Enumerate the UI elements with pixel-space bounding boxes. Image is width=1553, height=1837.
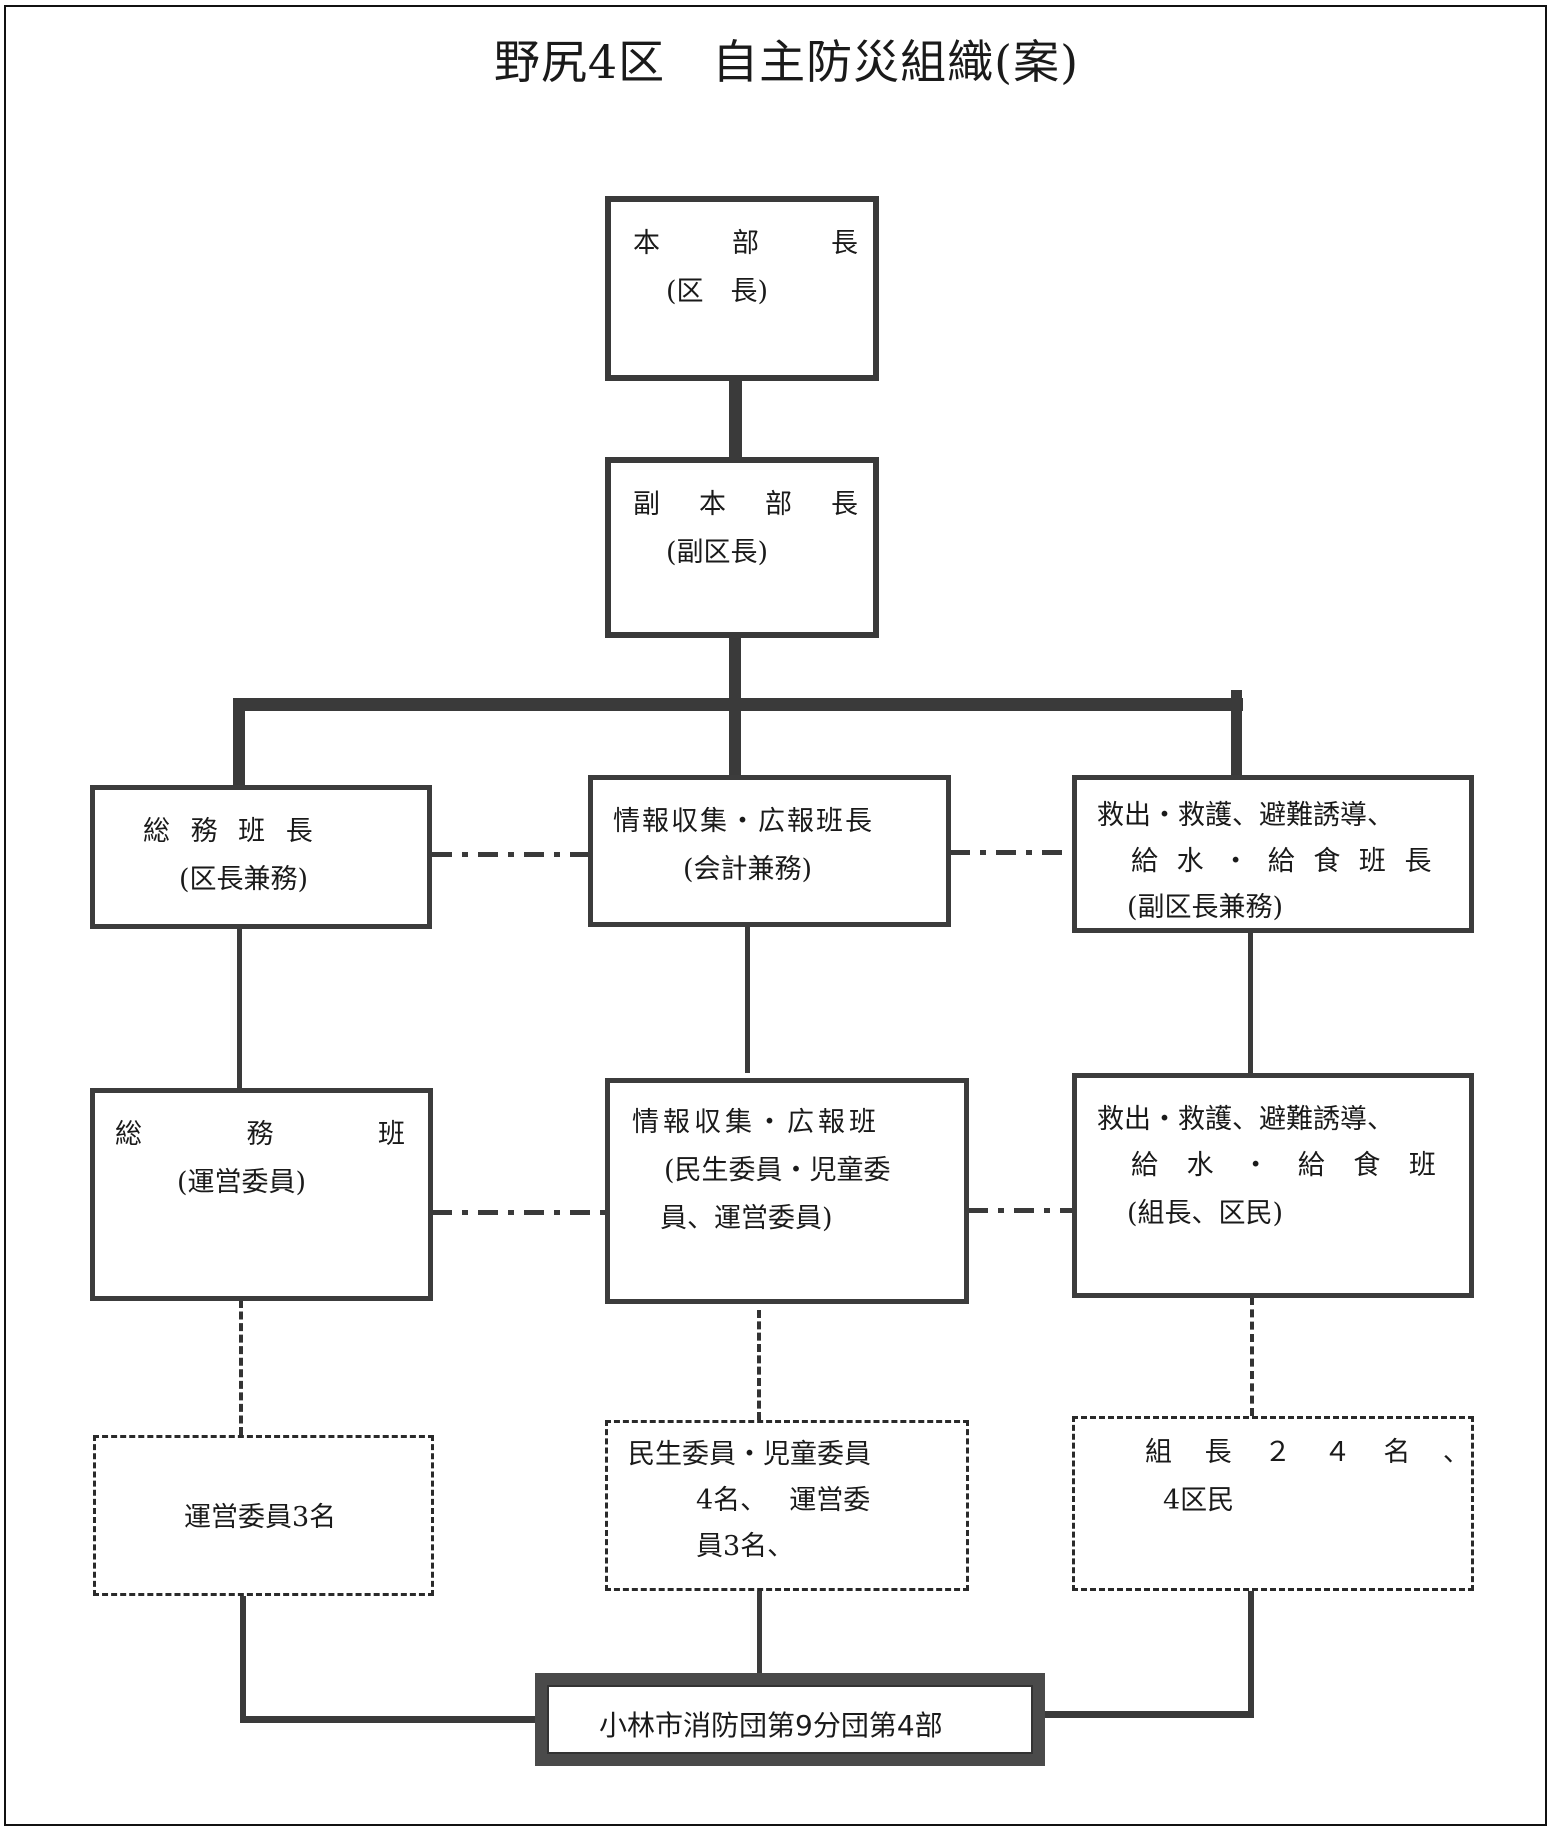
general-affairs-team-char: 総 (115, 1119, 142, 1150)
rescue-team-box: 救出・救護、避難誘導、 給 水 ・ 給 食 班 (組長、区民) (1072, 1073, 1474, 1298)
connector-mid-l1-l2 (745, 925, 750, 1073)
chief-title-char: 長 (831, 228, 858, 259)
rescue-team-role: (組長、区民) (1127, 1198, 1284, 1229)
general-affairs-leader-box: 総 務 班 長 (区長兼務) (90, 785, 432, 929)
deputy-title: 副 本 部 長 (633, 481, 858, 528)
chief-title: 本 部 長 (633, 220, 858, 267)
deputy-title-char: 本 (699, 489, 726, 520)
info-pr-leader-title: 情報収集・広報班長 (613, 806, 874, 837)
deputy-title-char: 副 (633, 489, 660, 520)
info-pr-leader-role: (会計兼務) (683, 854, 813, 885)
dashdot-link-l1-mid-right (950, 850, 1072, 855)
rescue-leader-role: (副区長兼務) (1127, 892, 1284, 923)
general-affairs-leader-role: (区長兼務) (179, 864, 309, 895)
info-pr-members-line3: 員3名、 (696, 1531, 795, 1562)
horizontal-bar (233, 698, 1243, 711)
rescue-leader-title-2: 給 水 ・ 給 食 班 長 (1131, 846, 1437, 877)
connector-left-to-brigade-v (240, 1595, 246, 1721)
connector-right-to-brigade-h (1044, 1711, 1254, 1718)
dashdot-link-l1-left-mid (432, 852, 588, 857)
page-title: 野尻4区 自主防災組織(案) (493, 35, 1080, 89)
info-pr-leader-box: 情報収集・広報班長 (会計兼務) (588, 775, 951, 927)
general-affairs-team-role: (運営委員) (177, 1167, 307, 1198)
deputy-title-char: 部 (765, 489, 792, 520)
connector-left-to-brigade-h (240, 1716, 536, 1723)
info-pr-team-box: 情報収集・広報班 (民生委員・児童委 員、運営委員) (605, 1078, 969, 1304)
rescue-team-title-2: 給 水 ・ 給 食 班 (1131, 1150, 1446, 1181)
connector-chief-deputy (729, 380, 742, 458)
info-pr-team-role-1: (民生委員・児童委 (664, 1155, 891, 1186)
rescue-team-title-1: 救出・救護、避難誘導、 (1097, 1104, 1394, 1135)
general-affairs-team-char: 班 (378, 1119, 405, 1150)
connector-right-l1-l2 (1248, 932, 1253, 1073)
deputy-chief-box: 副 本 部 長 (副区長) (605, 457, 879, 638)
general-affairs-team-box: 総 務 班 (運営委員) (90, 1088, 433, 1301)
connector-bar-right (1231, 690, 1242, 776)
connector-mid-to-brigade (757, 1590, 762, 1674)
chief-title-char: 部 (732, 228, 759, 259)
dashdot-link-l2-left-mid (432, 1210, 605, 1215)
chief-role: (区 長) (666, 276, 769, 307)
chief-title-char: 本 (633, 228, 660, 259)
headquarters-chief-box: 本 部 長 (区 長) (605, 196, 879, 381)
general-affairs-team-title: 総 務 班 (115, 1111, 405, 1158)
rescue-members-line1: 組 長 ２ ４ 名 、 (1145, 1437, 1482, 1468)
deputy-role: (副区長) (666, 537, 769, 568)
rescue-members-line2: 4区民 (1163, 1485, 1235, 1516)
general-affairs-members-box: 運営委員3名 (93, 1435, 434, 1596)
info-pr-members-line2: 4名、 運営委 (696, 1485, 871, 1516)
connector-left-l1-l2 (237, 928, 242, 1088)
rescue-leader-title-1: 救出・救護、避難誘導、 (1097, 800, 1394, 831)
dashed-connector-left (239, 1300, 243, 1435)
general-affairs-leader-title: 総 務 班 長 (143, 816, 319, 847)
general-affairs-team-char: 務 (246, 1119, 274, 1150)
info-pr-team-role-2: 員、運営委員) (660, 1203, 833, 1234)
fire-brigade-box: 小林市消防団第9分団第4部 (535, 1673, 1045, 1766)
dashed-connector-right (1250, 1297, 1254, 1416)
rescue-leader-box: 救出・救護、避難誘導、 給 水 ・ 給 食 班 長 (副区長兼務) (1072, 775, 1474, 933)
connector-bar-left (233, 698, 245, 786)
dashdot-link-l2-mid-right (968, 1208, 1072, 1213)
page-border (4, 5, 1547, 1826)
general-affairs-members-text: 運営委員3名 (184, 1502, 337, 1533)
rescue-members-box: 組 長 ２ ４ 名 、 4区民 (1072, 1416, 1474, 1591)
deputy-title-char: 長 (831, 489, 858, 520)
info-pr-members-line1: 民生委員・児童委員 (628, 1439, 871, 1470)
connector-right-to-brigade-v (1248, 1590, 1254, 1716)
dashed-connector-mid (757, 1310, 761, 1420)
fire-brigade-label: 小林市消防団第9分団第4部 (599, 1709, 943, 1742)
info-pr-team-title: 情報収集・広報班 (632, 1107, 880, 1138)
info-pr-members-box: 民生委員・児童委員 4名、 運営委 員3名、 (605, 1420, 969, 1591)
